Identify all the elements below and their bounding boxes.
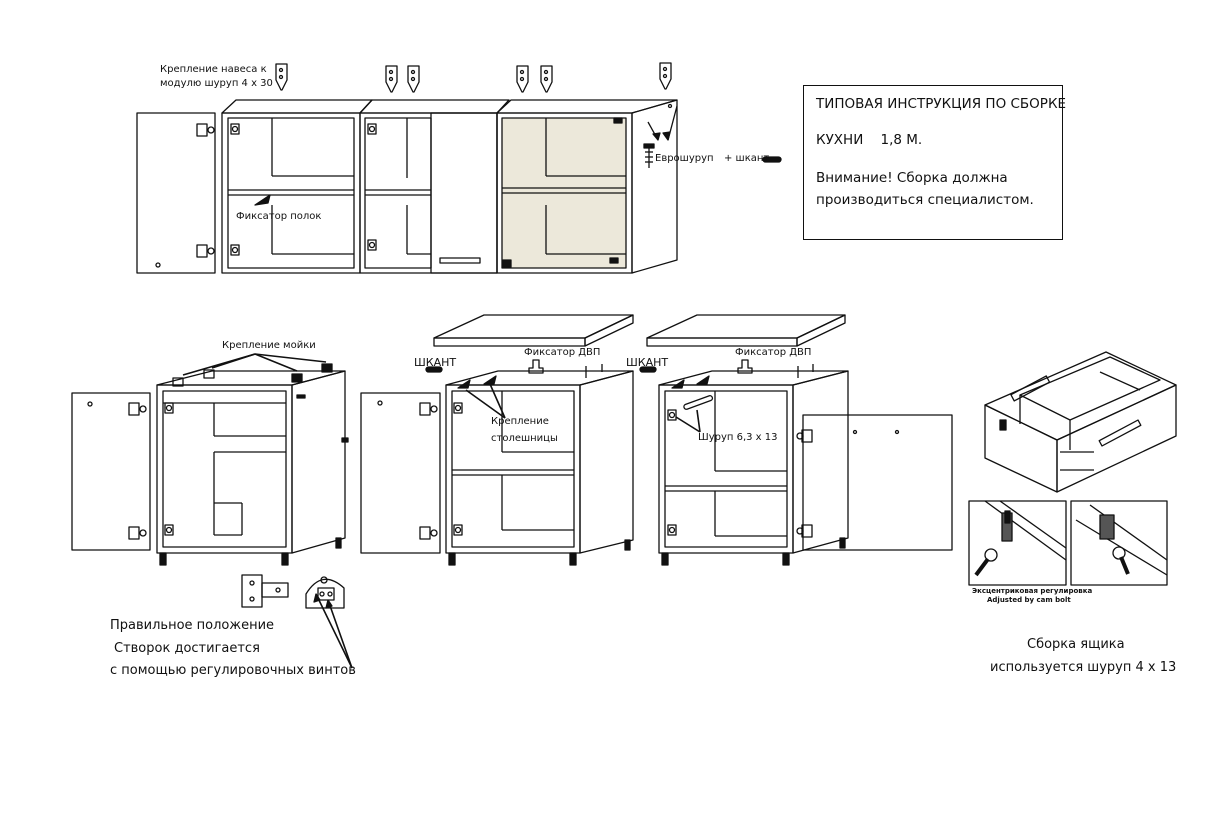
cam-label-ru: Эксцентриковая регулировка <box>972 587 1093 595</box>
countertop-mount-label-1: Крепление <box>491 416 549 427</box>
screw-63-label: Шуруп 6,3 х 13 <box>698 432 778 443</box>
fiberboard-holder-label-2: Фиксатор ДВП <box>735 347 812 358</box>
euroscrew-label: Еврошуруп <box>655 153 714 164</box>
cam-adjust-photo-2 <box>1070 500 1168 586</box>
shelf-holder-label: Фиксатор полок <box>236 211 322 222</box>
cam-adjust-photo-1 <box>968 500 1067 586</box>
title-line-4: производиться специалистом. <box>816 192 1034 208</box>
sink-cabinet <box>71 353 349 566</box>
hanger-mount-label-1: Крепление навеса к <box>160 64 267 75</box>
title-line-2: КУХНИ 1,8 М. <box>816 132 923 148</box>
door-note-line-1: Правильное положение <box>110 618 275 633</box>
title-line-1: ТИПОВАЯ ИНСТРУКЦИЯ ПО СБОРКЕ <box>816 96 1067 112</box>
dowel-icon <box>762 156 782 163</box>
sink-mount-label: Крепление мойки <box>222 340 316 351</box>
title-line-3: Внимание! Сборка должна <box>816 170 1008 186</box>
countertop-mount-label-2: столешницы <box>491 433 558 444</box>
dowel-label-2: ШКАНТ <box>626 356 669 369</box>
right-open-door <box>802 414 953 551</box>
dowel-plus-label: + шкант <box>724 153 770 164</box>
upper-cabinet-2 <box>359 99 510 274</box>
base-cabinet-right <box>639 314 953 566</box>
cam-label-en: Adjusted by cam bolt <box>987 596 1071 604</box>
upper-cabinet-1 <box>221 99 373 274</box>
upper-right-door-closed <box>430 112 498 274</box>
dowel-label-1: ШКАНТ <box>414 356 457 369</box>
upper-cabinet-glass <box>496 99 678 274</box>
door-note-line-2: Створок достигается <box>114 641 260 656</box>
hinge-adjustment-detail <box>241 574 353 669</box>
drawer-assembly <box>968 351 1177 586</box>
upper-left-door <box>136 112 216 274</box>
drawer-runner <box>1010 375 1051 402</box>
hinge-icon <box>196 123 377 258</box>
middle-left-door <box>360 392 441 554</box>
title-box: ТИПОВАЯ ИНСТРУКЦИЯ ПО СБОРКЕ КУХНИ 1,8 М… <box>803 85 1067 240</box>
drawer-note-line-2: используется шуруп 4 х 13 <box>990 660 1177 675</box>
sink-left-door <box>71 392 151 551</box>
drawer-note-line-1: Сборка ящика <box>1027 637 1125 652</box>
base-cabinet-middle <box>360 314 634 566</box>
wall-hanger-icon <box>275 62 672 93</box>
hanger-mount-label-2: модулю шуруп 4 х 30 <box>160 78 273 89</box>
euroscrew-icon <box>643 105 678 168</box>
fiberboard-holder-label-1: Фиксатор ДВП <box>524 347 601 358</box>
door-note-line-3: с помощью регулировочных винтов <box>110 663 356 678</box>
upper-cabinets <box>136 62 782 274</box>
